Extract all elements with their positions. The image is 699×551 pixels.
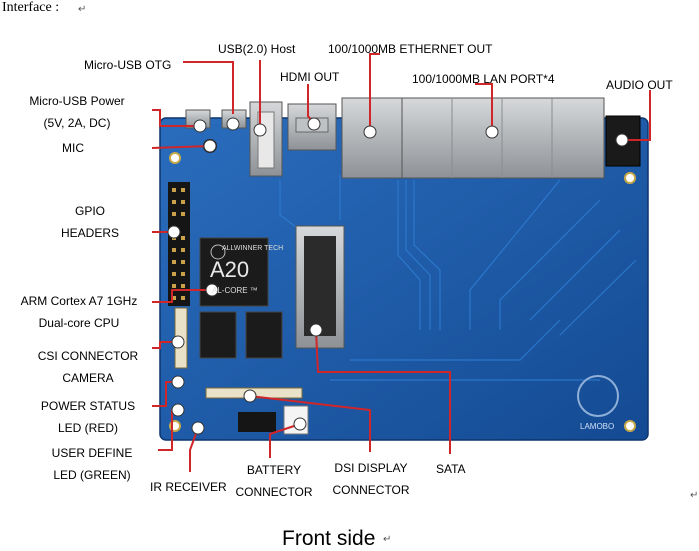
label-power-led: POWER STATUS LED (RED) [30, 399, 146, 435]
chip-subtitle: AL-CORE ™ [212, 286, 258, 295]
label-dsi-line1: DSI DISPLAY [334, 461, 408, 475]
label-lan: 100/1000MB LAN PORT*4 [412, 72, 555, 86]
label-mic: MIC [62, 141, 84, 155]
label-arm-line1: ARM Cortex A7 1GHz [20, 294, 138, 308]
label-hdmi: HDMI OUT [280, 70, 340, 84]
label-csi: CSI CONNECTOR CAMERA [30, 349, 146, 385]
logo-mark [577, 375, 619, 417]
label-user-led-line1: USER DEFINE [51, 446, 133, 460]
figure-caption: Front side [282, 527, 376, 550]
label-user-led: USER DEFINE LED (GREEN) [38, 446, 146, 482]
label-battery-line2: CONNECTOR [235, 485, 313, 499]
chip-model: A20 [210, 257, 250, 282]
paragraph-mark: ↵ [383, 534, 392, 545]
label-sata: SATA [436, 462, 466, 476]
label-micro-usb-power-line1: Micro-USB Power [29, 94, 125, 108]
label-ir: IR RECEIVER [150, 480, 227, 494]
battery-pins [238, 412, 276, 432]
ram-chip-1 [199, 311, 237, 359]
marker-dots [167, 117, 629, 435]
label-battery: BATTERY CONNECTOR [232, 463, 316, 499]
label-power-led-line2: LED (RED) [57, 421, 118, 435]
label-gpio: GPIO HEADERS [44, 204, 136, 240]
ram-chip-2 [245, 311, 283, 359]
label-micro-usb-power-line2: (5V, 2A, DC) [43, 116, 111, 130]
label-usb-host: USB(2.0) Host [218, 42, 296, 56]
label-ethernet: 100/1000MB ETHERNET OUT [328, 42, 493, 56]
label-micro-usb-power: Micro-USB Power (5V, 2A, DC) [4, 94, 150, 130]
label-dsi-line2: CONNECTOR [332, 483, 410, 497]
label-user-led-line2: LED (GREEN) [53, 468, 131, 482]
gpio-header [168, 182, 190, 306]
chip-brand: ALLWINNER TECH [222, 245, 284, 252]
label-battery-line1: BATTERY [246, 463, 302, 477]
label-gpio-line1: GPIO [74, 204, 105, 218]
label-gpio-line2: HEADERS [60, 226, 119, 240]
label-arm-line2: Dual-core CPU [38, 316, 120, 330]
label-dsi: DSI DISPLAY CONNECTOR [328, 461, 414, 497]
callout-lines [151, 53, 651, 472]
page-title: Interface : [2, 0, 60, 15]
label-csi-line1: CSI CONNECTOR [37, 349, 139, 363]
label-audio: AUDIO OUT [606, 78, 673, 92]
lan-port-block [401, 97, 605, 179]
mounting-holes [169, 152, 636, 432]
paragraph-mark: ↵ [690, 490, 699, 501]
paragraph-mark: ↵ [78, 4, 87, 15]
pcb-traces [279, 175, 637, 381]
label-csi-line2: CAMERA [62, 371, 114, 385]
label-arm-cpu: ARM Cortex A7 1GHz Dual-core CPU [6, 294, 152, 330]
label-micro-usb-otg: Micro-USB OTG [84, 58, 172, 72]
board-logo-text: LAMOBO [580, 422, 615, 431]
label-power-led-line1: POWER STATUS [40, 399, 136, 413]
